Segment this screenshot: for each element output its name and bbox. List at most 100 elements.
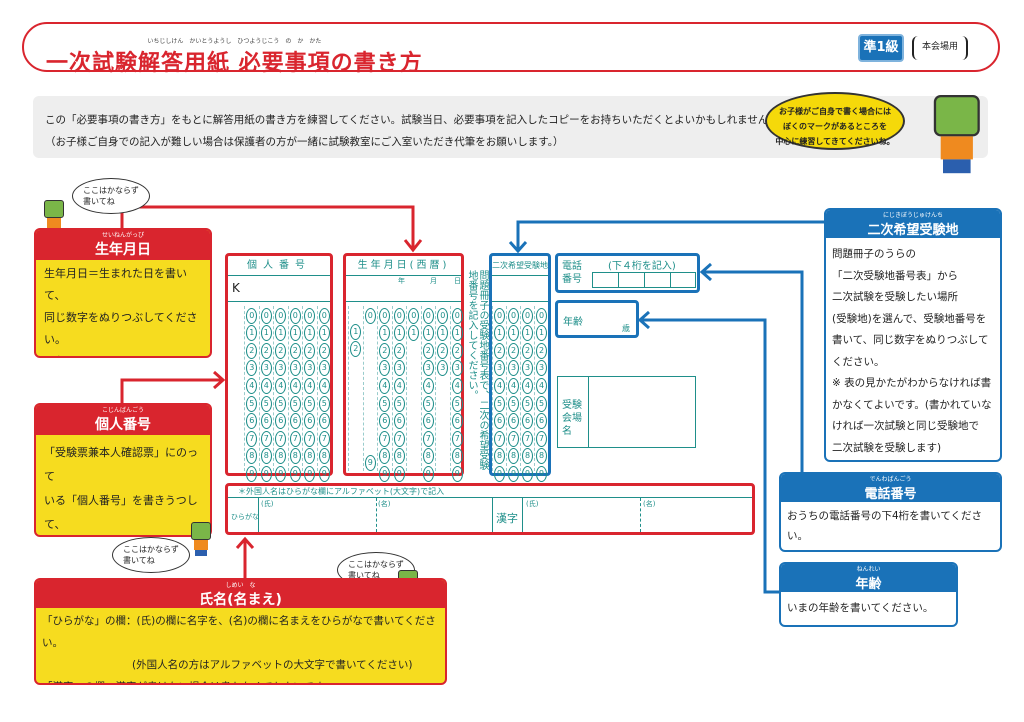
answer-bubble[interactable]: 5 xyxy=(508,395,519,412)
answer-bubble[interactable]: 8 xyxy=(246,448,258,465)
answer-bubble[interactable]: 4 xyxy=(318,377,330,394)
answer-bubble[interactable]: 6 xyxy=(508,413,519,430)
answer-bubble[interactable]: 6 xyxy=(522,413,533,430)
answer-bubble[interactable]: 5 xyxy=(304,395,316,412)
answer-bubble[interactable]: 7 xyxy=(246,430,258,447)
answer-bubble[interactable]: 0 xyxy=(422,307,434,324)
answer-bubble[interactable]: 2 xyxy=(451,342,463,359)
answer-bubble[interactable]: 1 xyxy=(379,325,391,342)
answer-bubble[interactable]: 1 xyxy=(350,323,362,340)
answer-bubble[interactable]: 1 xyxy=(246,325,258,342)
answer-bubble[interactable]: 9 xyxy=(246,465,258,482)
answer-bubble[interactable]: 3 xyxy=(260,360,272,377)
answer-bubble[interactable]: 8 xyxy=(379,448,391,465)
answer-bubble[interactable]: 4 xyxy=(536,377,547,394)
answer-bubble[interactable]: 2 xyxy=(393,342,405,359)
answer-bubble[interactable]: 3 xyxy=(246,360,258,377)
answer-bubble[interactable]: 0 xyxy=(451,307,463,324)
answer-bubble[interactable]: 1 xyxy=(451,325,463,342)
answer-bubble[interactable]: 6 xyxy=(275,413,287,430)
answer-bubble[interactable]: 6 xyxy=(304,413,316,430)
answer-bubble[interactable]: 2 xyxy=(275,342,287,359)
answer-bubble[interactable]: 6 xyxy=(318,413,330,430)
name-field[interactable]: ＊外国人名はひらがな欄にアルファベット(大文字)で記入 ひらがな (氏) (名)… xyxy=(225,483,755,535)
answer-bubble[interactable]: 5 xyxy=(393,395,405,412)
answer-bubble[interactable]: 6 xyxy=(379,413,391,430)
answer-bubble[interactable]: 6 xyxy=(494,413,505,430)
answer-bubble[interactable]: 9 xyxy=(508,465,519,482)
answer-bubble[interactable]: 8 xyxy=(522,448,533,465)
answer-bubble[interactable]: 9 xyxy=(536,465,547,482)
answer-bubble[interactable]: 1 xyxy=(304,325,316,342)
answer-bubble[interactable]: 6 xyxy=(393,413,405,430)
answer-bubble[interactable]: 1 xyxy=(494,325,505,342)
answer-bubble[interactable]: 6 xyxy=(536,413,547,430)
answer-bubble[interactable]: 3 xyxy=(275,360,287,377)
answer-bubble[interactable]: 4 xyxy=(494,377,505,394)
answer-bubble[interactable]: 7 xyxy=(275,430,287,447)
answer-bubble[interactable]: 5 xyxy=(318,395,330,412)
answer-bubble[interactable]: 7 xyxy=(304,430,316,447)
answer-bubble[interactable]: 3 xyxy=(304,360,316,377)
venue-name-field[interactable]: 受験会場名 xyxy=(557,376,696,448)
answer-bubble[interactable]: 9 xyxy=(451,465,463,482)
answer-bubble[interactable]: 1 xyxy=(393,325,405,342)
answer-bubble[interactable]: 4 xyxy=(246,377,258,394)
answer-bubble[interactable]: 7 xyxy=(536,430,547,447)
answer-bubble[interactable]: 4 xyxy=(422,377,434,394)
answer-bubble[interactable]: 1 xyxy=(408,325,420,342)
answer-bubble[interactable]: 3 xyxy=(422,360,434,377)
answer-bubble[interactable]: 8 xyxy=(275,448,287,465)
answer-bubble[interactable]: 2 xyxy=(536,342,547,359)
answer-bubble[interactable]: 8 xyxy=(536,448,547,465)
answer-bubble[interactable]: 9 xyxy=(393,465,405,482)
answer-bubble[interactable]: 6 xyxy=(451,413,463,430)
answer-bubble[interactable]: 2 xyxy=(260,342,272,359)
answer-bubble[interactable]: 0 xyxy=(536,307,547,324)
phone-field[interactable]: 電話番号 (下４桁を記入) xyxy=(555,253,700,293)
answer-bubble[interactable]: 1 xyxy=(508,325,519,342)
answer-bubble[interactable]: 2 xyxy=(508,342,519,359)
answer-bubble[interactable]: 9 xyxy=(275,465,287,482)
answer-bubble[interactable]: 0 xyxy=(408,307,420,324)
answer-bubble[interactable]: 0 xyxy=(260,307,272,324)
answer-bubble[interactable]: 7 xyxy=(451,430,463,447)
answer-bubble[interactable]: 2 xyxy=(289,342,301,359)
answer-bubble[interactable]: 0 xyxy=(275,307,287,324)
answer-bubble[interactable]: 8 xyxy=(422,448,434,465)
answer-bubble[interactable]: 2 xyxy=(437,342,449,359)
answer-bubble[interactable]: 4 xyxy=(379,377,391,394)
answer-bubble[interactable]: 9 xyxy=(304,465,316,482)
answer-bubble[interactable]: 3 xyxy=(393,360,405,377)
answer-bubble[interactable]: 4 xyxy=(275,377,287,394)
answer-bubble[interactable]: 5 xyxy=(494,395,505,412)
answer-bubble[interactable]: 8 xyxy=(393,448,405,465)
answer-bubble[interactable]: 1 xyxy=(275,325,287,342)
answer-bubble[interactable]: 3 xyxy=(437,360,449,377)
answer-bubble[interactable]: 2 xyxy=(304,342,316,359)
answer-bubble[interactable]: 8 xyxy=(318,448,330,465)
answer-bubble[interactable]: 1 xyxy=(260,325,272,342)
answer-bubble[interactable]: 3 xyxy=(536,360,547,377)
answer-bubble[interactable]: 8 xyxy=(508,448,519,465)
answer-bubble[interactable]: 9 xyxy=(379,465,391,482)
answer-bubble[interactable]: 3 xyxy=(508,360,519,377)
answer-bubble[interactable]: 9 xyxy=(494,465,505,482)
answer-bubble[interactable]: 5 xyxy=(275,395,287,412)
answer-bubble[interactable]: 2 xyxy=(422,342,434,359)
answer-bubble[interactable]: 3 xyxy=(289,360,301,377)
answer-bubble[interactable]: 4 xyxy=(508,377,519,394)
answer-bubble[interactable]: 9 xyxy=(289,465,301,482)
answer-bubble[interactable]: 9 xyxy=(422,465,434,482)
answer-bubble[interactable]: 5 xyxy=(260,395,272,412)
answer-bubble[interactable]: 6 xyxy=(260,413,272,430)
answer-bubble[interactable]: 7 xyxy=(522,430,533,447)
answer-bubble[interactable]: 2 xyxy=(318,342,330,359)
answer-bubble[interactable]: 1 xyxy=(289,325,301,342)
answer-bubble[interactable]: 3 xyxy=(522,360,533,377)
answer-bubble[interactable]: 1 xyxy=(536,325,547,342)
answer-bubble[interactable]: 0 xyxy=(393,307,405,324)
answer-bubble[interactable]: 9 xyxy=(260,465,272,482)
answer-bubble[interactable]: 5 xyxy=(422,395,434,412)
answer-bubble[interactable]: 0 xyxy=(246,307,258,324)
